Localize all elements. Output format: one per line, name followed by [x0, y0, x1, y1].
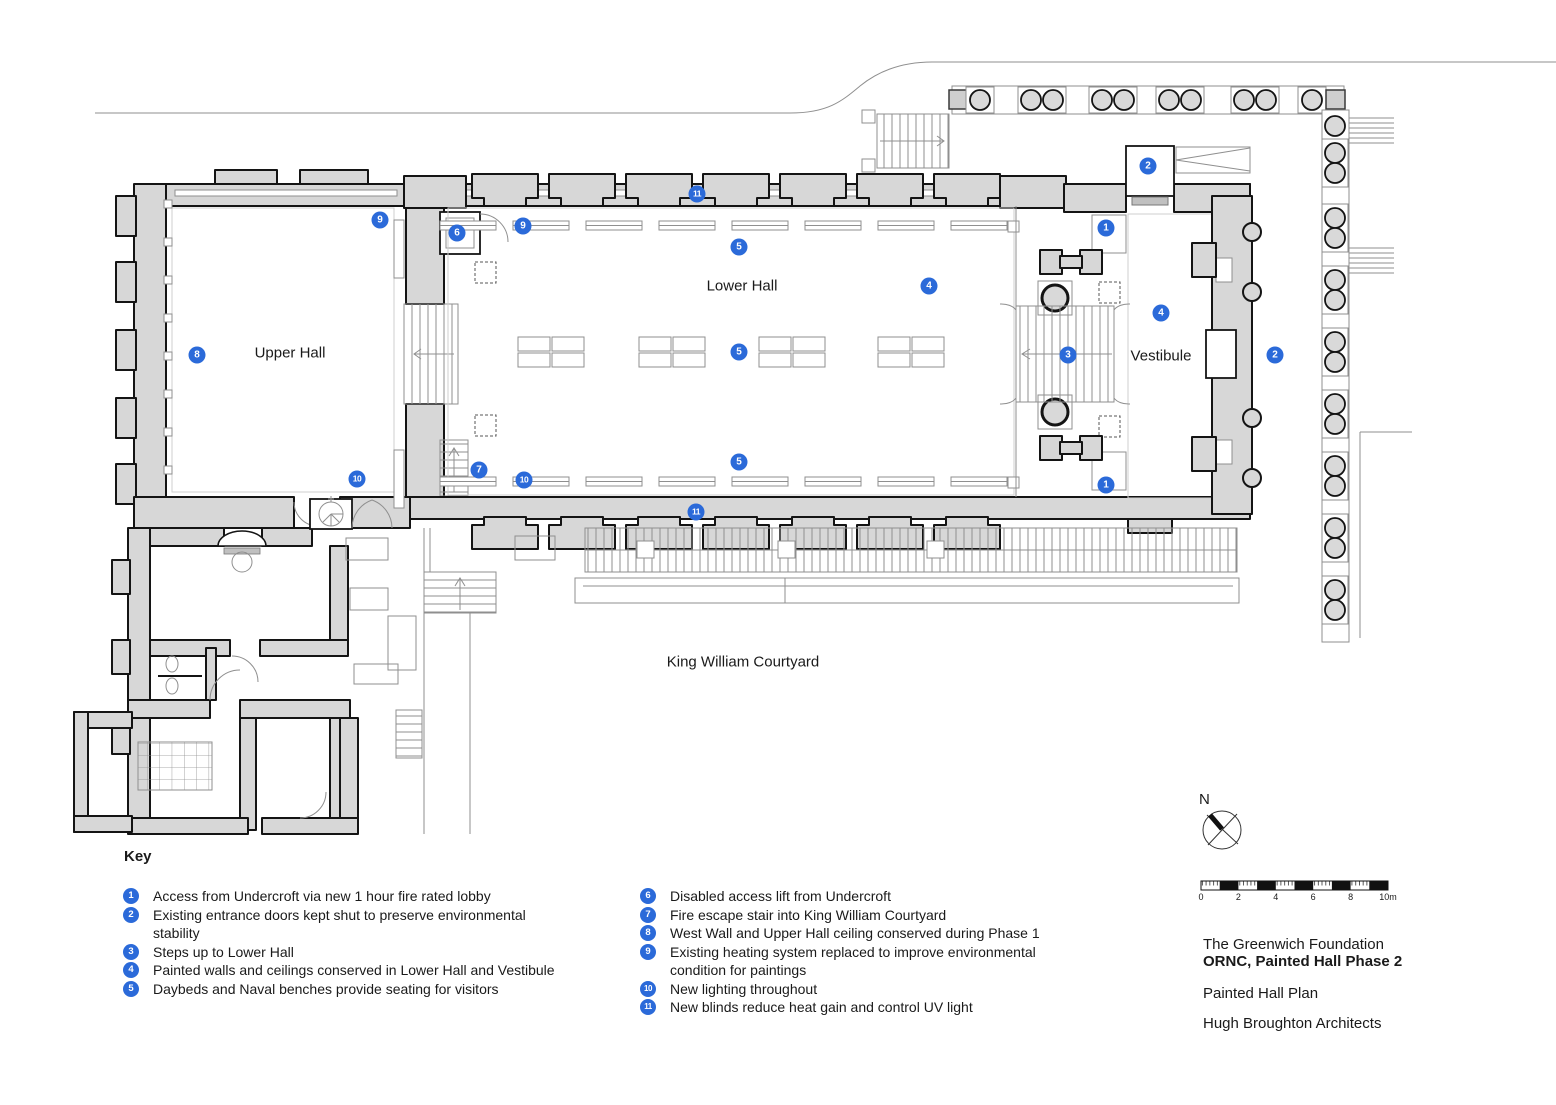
key-text: Steps up to Lower Hall: [153, 943, 294, 960]
room-label: Vestibule: [1130, 347, 1192, 365]
key-item: 9 Existing heating system replaced to imp…: [640, 943, 1092, 980]
north-stair: [861, 109, 950, 173]
lift: [439, 211, 509, 255]
courtyard-east-edge: [1359, 431, 1412, 638]
key-item: 6 Disabled access lift from Undercroft: [640, 887, 1092, 906]
key-item: 1 Access from Undercroft via new 1 hour f…: [123, 887, 575, 906]
project-title: ORNC, Painted Hall Phase 2: [1203, 953, 1403, 970]
key-badge: 4: [123, 962, 139, 978]
key-badge: 10: [640, 980, 656, 997]
key-badge: 8: [640, 925, 656, 941]
apse: [217, 530, 267, 547]
fire-escape-stair: [439, 439, 469, 497]
key-badge: 1: [123, 888, 139, 904]
drawing-title: Painted Hall Plan: [1203, 985, 1319, 1002]
key-text: Fire escape stair into King William Cour…: [670, 906, 947, 923]
plan-marker: 3: [1059, 346, 1077, 364]
room-label: King William Courtyard: [666, 653, 820, 671]
lift-door-arc: [479, 213, 509, 243]
key-badge: 9: [640, 943, 656, 960]
key-item: 4 Painted walls and ceilings conserved in…: [123, 961, 575, 980]
small-stair: [395, 709, 423, 759]
key-text: Disabled access lift from Undercroft: [670, 888, 891, 904]
southwest-rooms: [73, 496, 423, 835]
plan-marker: 9: [514, 217, 532, 235]
hall-junction-stair: [393, 207, 459, 509]
room-label: Lower Hall: [706, 277, 778, 295]
scale-tick-label: 2: [1235, 892, 1241, 902]
plan-marker: 4: [920, 277, 938, 295]
north-arrow: [1202, 810, 1242, 850]
north-label: N: [1199, 791, 1210, 808]
key-column-right: 6 Disabled access lift from Undercroft 7 Fi…: [640, 887, 1092, 1017]
scale-tick-label: 0: [1198, 892, 1204, 902]
scale-tick-label: 8: [1348, 892, 1354, 902]
plan-marker: 1: [1097, 476, 1115, 494]
key-text: New blinds reduce heat gain and control …: [670, 999, 973, 1015]
key-badge: 2: [123, 906, 139, 923]
key-column-left: 1 Access from Undercroft via new 1 hour f…: [123, 887, 575, 998]
key-text: Existing heating system replaced to impr…: [670, 943, 1036, 979]
key-item: 3 Steps up to Lower Hall: [123, 943, 575, 962]
scale-tick-label: 4: [1273, 892, 1279, 902]
scale-bar: [1200, 880, 1389, 891]
plan-marker: 1: [1097, 219, 1115, 237]
key-text: Access from Undercroft via new 1 hour fi…: [153, 888, 491, 904]
key-item: 8 West Wall and Upper Hall ceiling conser…: [640, 924, 1092, 943]
plan-marker: 5: [730, 238, 748, 256]
plan-marker: 2: [1266, 346, 1284, 364]
key-text: New lighting throughout: [670, 980, 818, 997]
plan-marker: 4: [1152, 304, 1170, 322]
plan-marker: 11: [688, 185, 706, 203]
key-badge: 6: [640, 888, 656, 904]
scale-tick-label: 6: [1310, 892, 1316, 902]
key-item: 2 Existing entrance doors kept shut to pr…: [123, 906, 575, 943]
key-text: Existing entrance doors kept shut to pre…: [153, 906, 526, 942]
key-item: 11 New blinds reduce heat gain and contro…: [640, 998, 1092, 1017]
site-boundary: [95, 61, 1556, 114]
plan-marker: 7: [470, 461, 488, 479]
scale-tick-label: 10m: [1379, 892, 1397, 902]
key-text: Daybeds and Naval benches provide seatin…: [153, 980, 499, 997]
column-outlines: [474, 261, 1121, 438]
client-name: The Greenwich Foundation: [1203, 936, 1384, 953]
key-item: 10 New lighting throughout: [640, 980, 1092, 999]
key-badge: 5: [123, 980, 139, 997]
plan-marker: 10: [348, 470, 366, 488]
courtyard-steps: [423, 527, 1240, 834]
plan-marker: 9: [371, 211, 389, 229]
key-badge: 7: [640, 906, 656, 923]
key-text: Painted walls and ceilings conserved in …: [153, 962, 555, 978]
plan-marker: 10: [515, 471, 533, 489]
scale-bar-labels: 0 2 4 6 8 10m: [1198, 892, 1396, 904]
plan-marker: 5: [730, 453, 748, 471]
plan-marker: 2: [1139, 157, 1157, 175]
north-colonnade: [948, 85, 1346, 115]
fire-lobby-north: [1091, 214, 1127, 254]
plan-marker: 8: [188, 346, 206, 364]
key-title: Key: [124, 848, 152, 865]
key-item: 7 Fire escape stair into King William Cou…: [640, 906, 1092, 925]
room-label: Upper Hall: [254, 344, 326, 362]
grid-table: [137, 741, 213, 791]
key-text: West Wall and Upper Hall ceiling conserv…: [670, 925, 1040, 941]
key-badge: 3: [123, 943, 139, 960]
plan-marker: 6: [448, 224, 466, 242]
plan-marker: 5: [730, 343, 748, 361]
key-badge: 11: [640, 999, 656, 1015]
plan-marker: 11: [687, 503, 705, 521]
east-colonnade: [1321, 109, 1412, 643]
key-item: 5 Daybeds and Naval benches provide seati…: [123, 980, 575, 999]
lower-hall-furniture: [439, 207, 1020, 496]
architect-name: Hugh Broughton Architects: [1203, 1015, 1382, 1032]
